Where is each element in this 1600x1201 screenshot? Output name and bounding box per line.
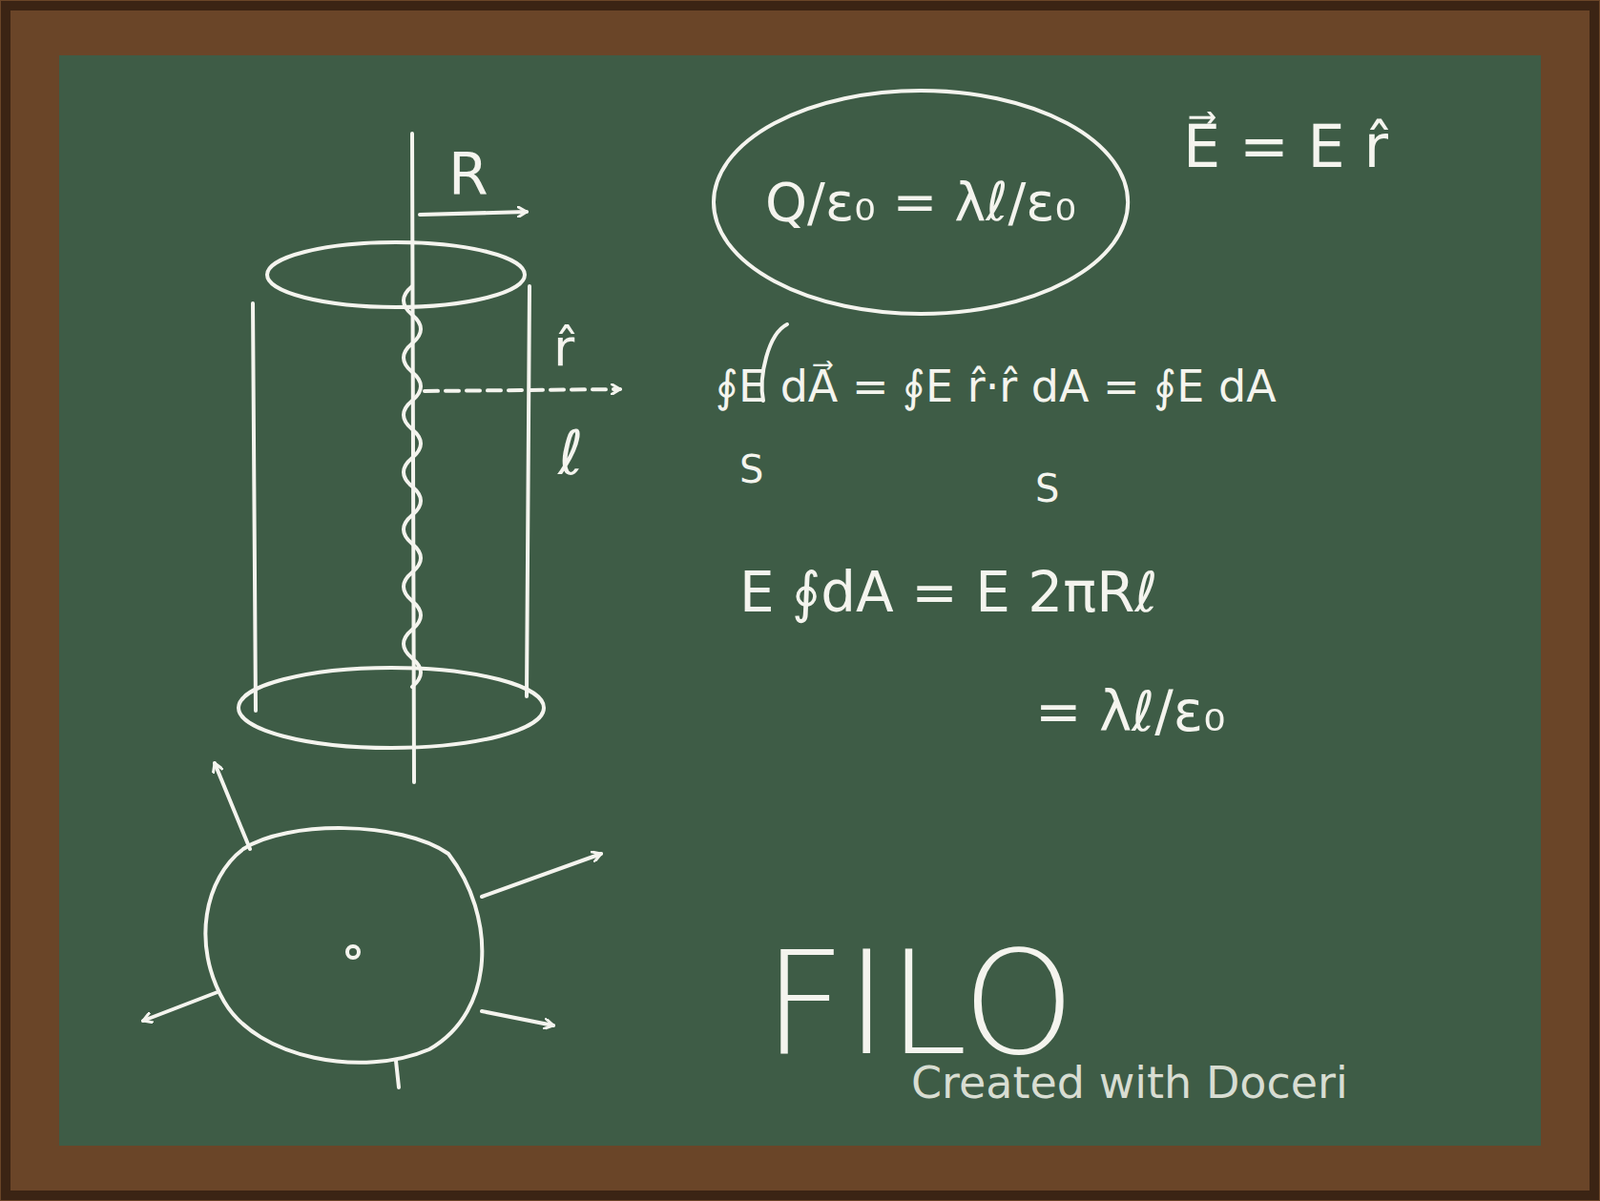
length-label: ℓ xyxy=(558,419,583,487)
surface-subscript: S xyxy=(739,448,764,491)
unit-vector-label: r̂ xyxy=(553,319,575,376)
equation-text: Q/ε₀ = λℓ/ε₀ xyxy=(765,172,1077,232)
radius-label: R xyxy=(448,143,489,207)
surface-subscript: S xyxy=(1035,467,1060,510)
flux-integral: ∮E dA⃗ = ∮E r̂·r̂ dA = ∮E dA xyxy=(715,362,1277,412)
flux-result: E ∮dA = E 2πRℓ xyxy=(739,562,1158,624)
ellipse-outline xyxy=(713,90,1128,314)
gauss-result: = λℓ/ε₀ xyxy=(1035,682,1226,744)
circled-equation: Q/ε₀ = λℓ/ε₀ xyxy=(710,87,1131,317)
field-equation: E⃗ = E r̂ xyxy=(1183,114,1389,180)
watermark: Created with Doceri xyxy=(911,1059,1349,1108)
